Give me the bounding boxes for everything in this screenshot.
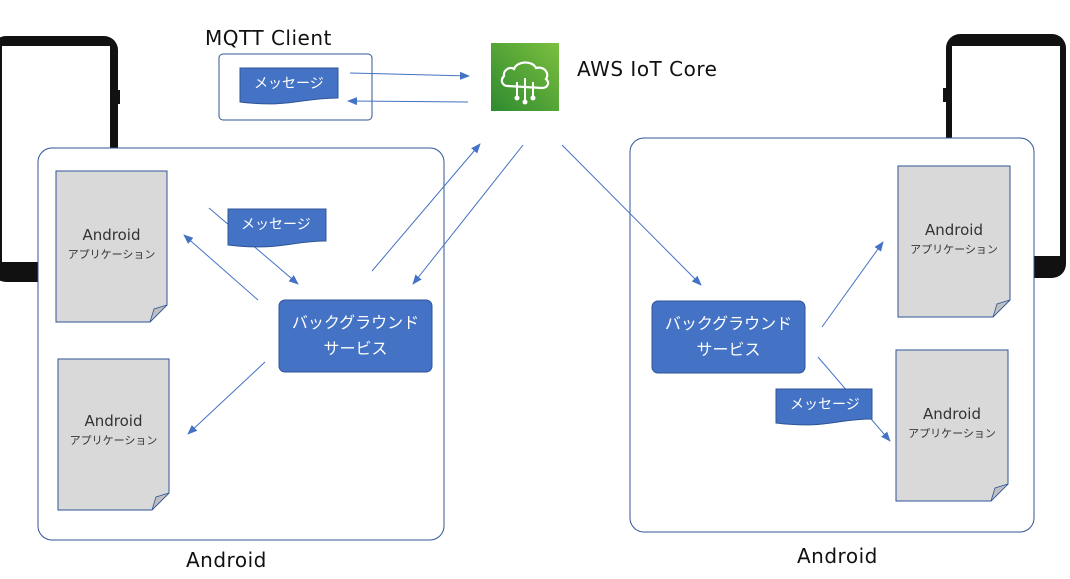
right-android-label: Android	[797, 544, 878, 568]
mqtt-client-label: MQTT Client	[205, 26, 332, 50]
left-app-bottom-title: Android	[84, 412, 143, 430]
left-app-top-text: Android アプリケーション	[56, 226, 167, 262]
arrow-aws-to-mqtt	[347, 97, 469, 106]
right-message-shape	[775, 388, 873, 426]
arrow-mqtt-to-aws	[349, 71, 470, 80]
arrow-aws-to-left-service	[412, 144, 524, 285]
arrow-left-service-to-app-bottom	[187, 361, 266, 435]
right-service-line2: サービス	[696, 340, 761, 359]
right-app-top-subtitle: アプリケーション	[910, 243, 998, 256]
right-message-label: メッセージ	[790, 397, 860, 413]
left-service-line1: バックグラウンド	[291, 313, 420, 332]
left-message-label: メッセージ	[241, 217, 311, 233]
right-app-bottom-text: Android アプリケーション	[896, 405, 1008, 441]
aws-iot-core-icon	[491, 43, 559, 111]
arrow-aws-to-right-service	[561, 144, 702, 286]
right-app-bottom-subtitle: アプリケーション	[908, 427, 996, 440]
arrow-left-service-to-app-top	[183, 234, 259, 301]
left-app-bottom-subtitle: アプリケーション	[69, 434, 158, 447]
right-service-line1: バックグラウンド	[664, 314, 793, 333]
left-app-bottom-text: Android アプリケーション	[58, 412, 169, 448]
left-message-shape	[227, 208, 327, 248]
right-app-document-top-fold	[992, 299, 1011, 318]
left-app-top-title: Android	[82, 226, 141, 244]
left-app-document-bottom-fold	[151, 492, 170, 511]
mqtt-message-shape	[239, 67, 339, 105]
arrow-left-service-to-aws	[371, 143, 481, 272]
left-service-line2: サービス	[323, 339, 388, 358]
right-app-top-title: Android	[925, 221, 983, 239]
left-app-document-top-fold	[149, 304, 168, 323]
left-android-label: Android	[186, 548, 267, 572]
right-app-top-text: Android アプリケーション	[898, 221, 1010, 257]
left-app-top-subtitle: アプリケーション	[67, 248, 156, 261]
left-background-service-box	[278, 299, 433, 373]
right-background-service-box	[651, 300, 806, 374]
mqtt-message-label: メッセージ	[254, 76, 324, 92]
arrow-right-service-to-app-top	[821, 241, 884, 328]
right-background-service-label: バックグラウンド サービス	[652, 311, 805, 363]
aws-iot-core-label: AWS IoT Core	[577, 57, 718, 81]
right-app-document-bottom-fold	[990, 483, 1009, 502]
left-background-service-label: バックグラウンド サービス	[279, 310, 432, 362]
right-app-bottom-title: Android	[923, 405, 981, 423]
